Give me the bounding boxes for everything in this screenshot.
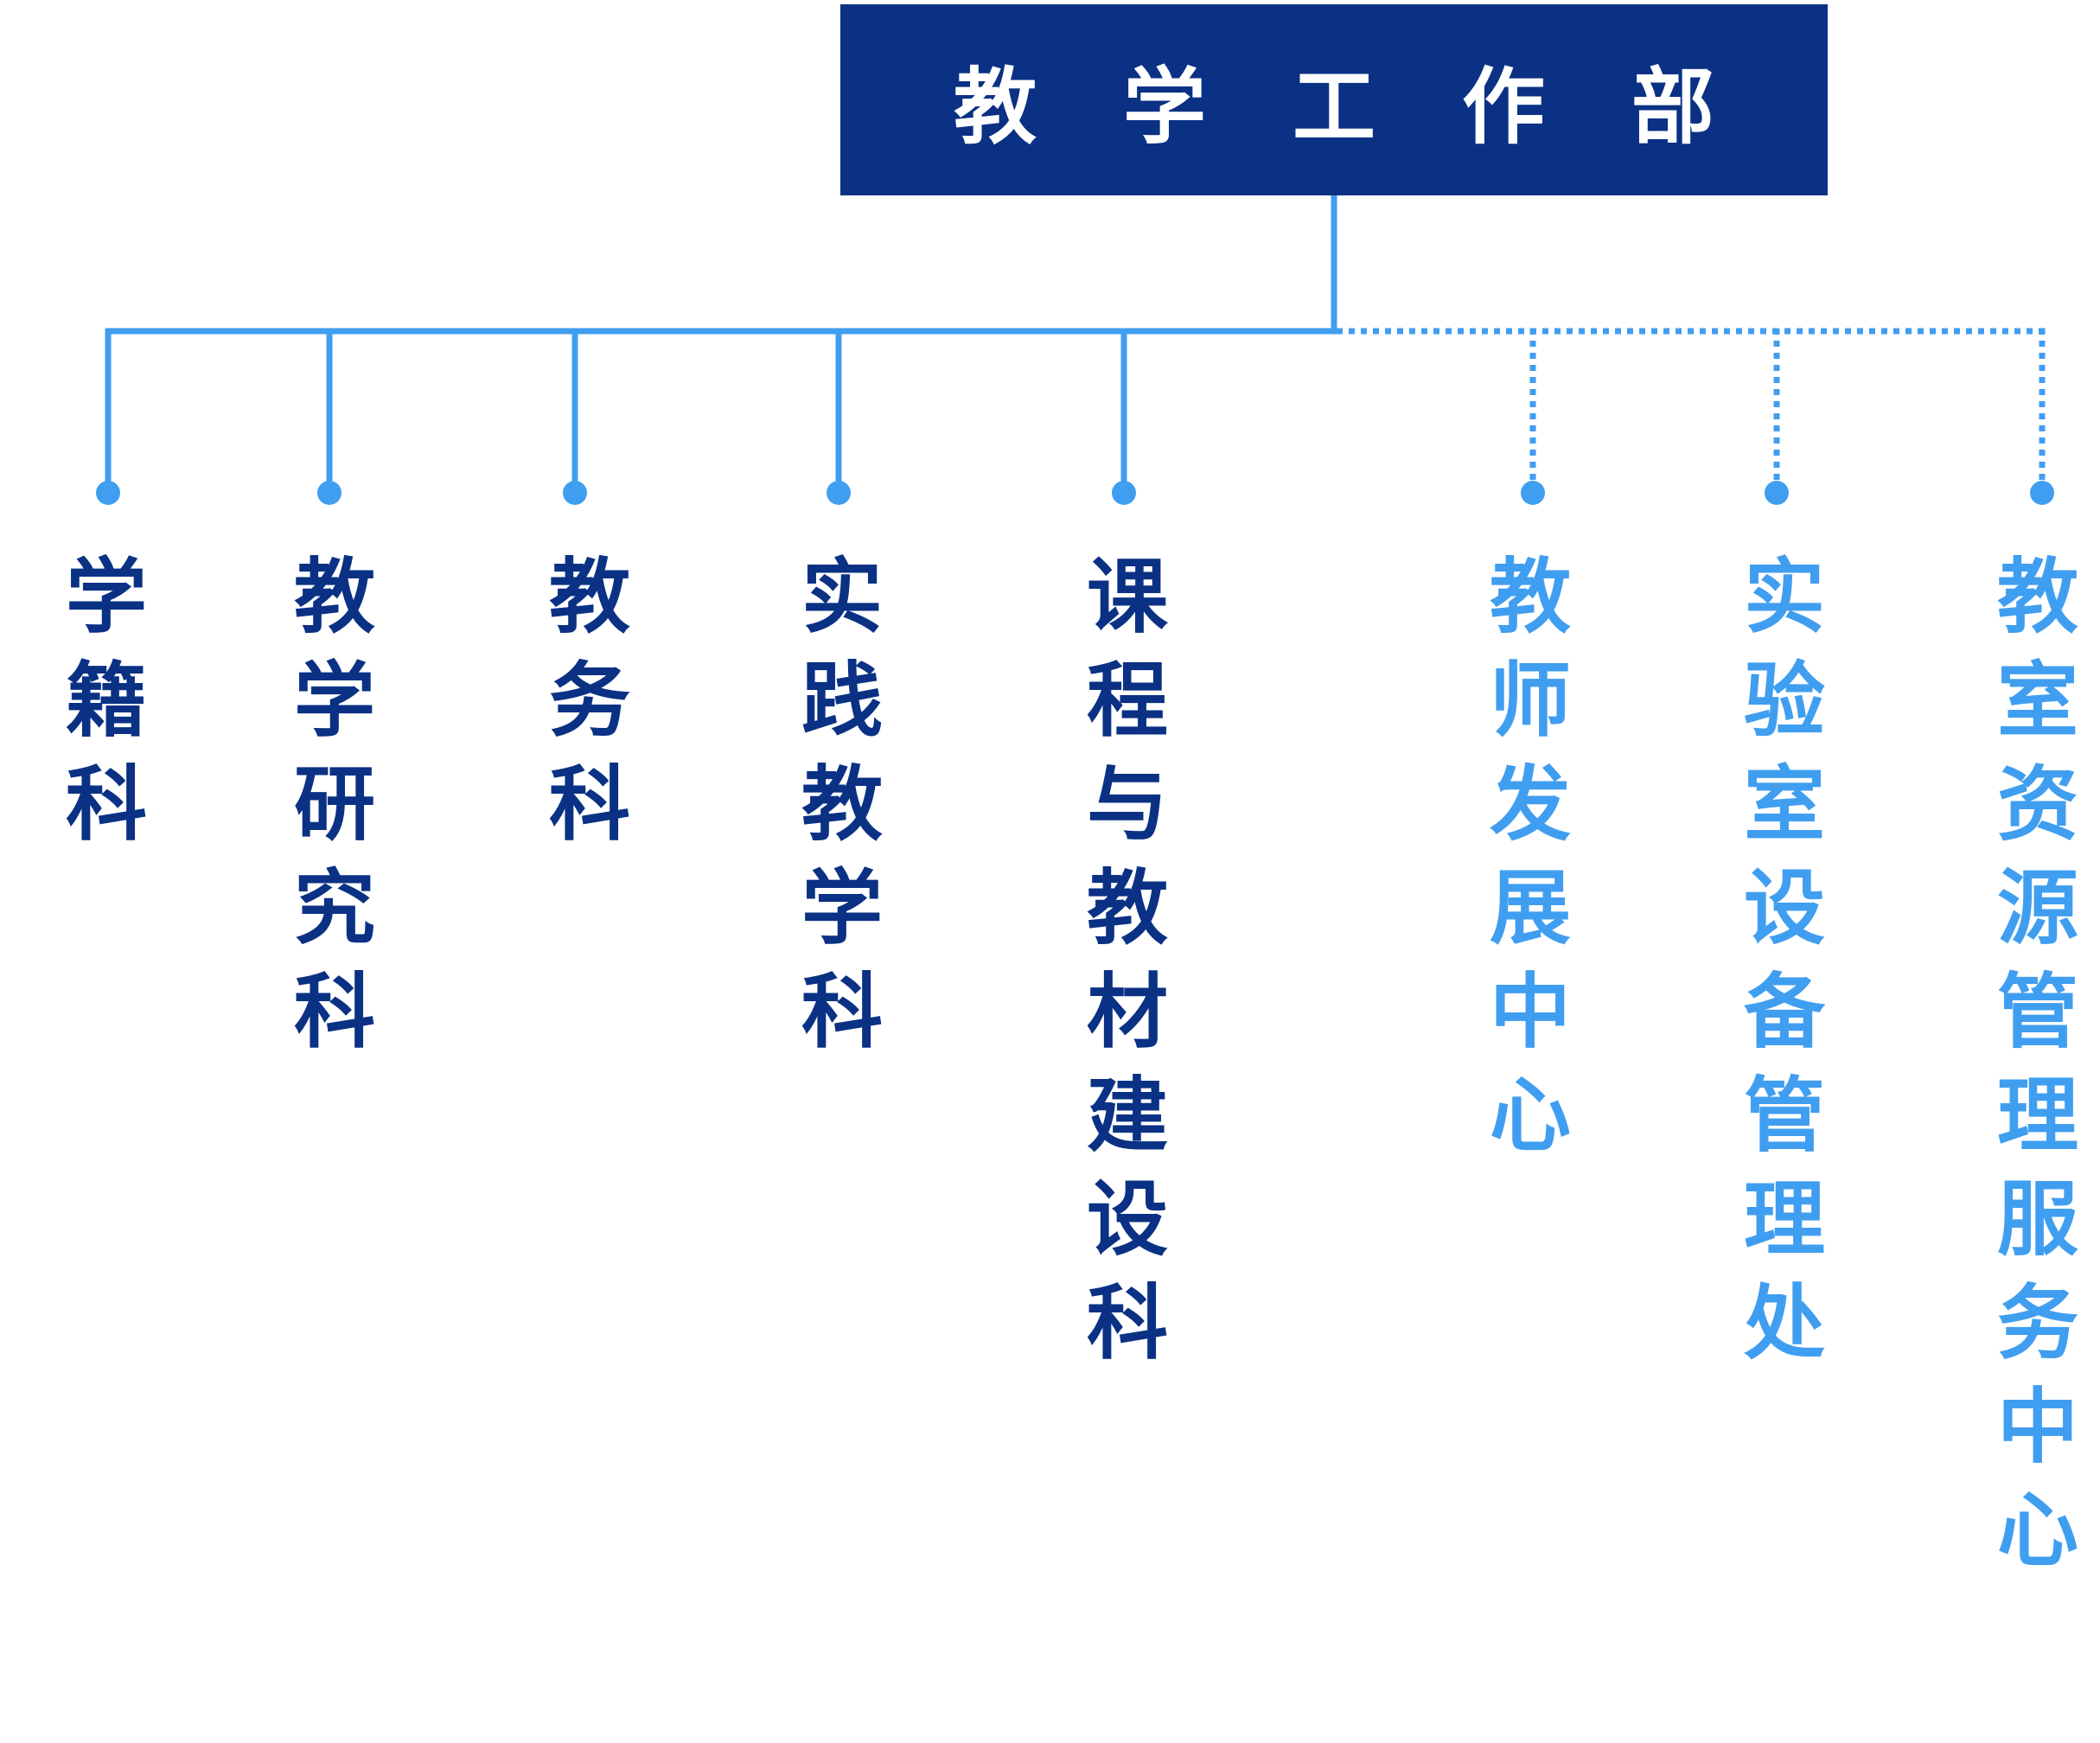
node-teacher-development-center: 教师发展中心	[1476, 553, 1570, 1176]
branch-dot	[1521, 481, 1545, 505]
branch-dot	[96, 481, 120, 505]
branch-dot	[1112, 481, 1136, 505]
branch-dot	[827, 481, 851, 505]
root-node-teaching-affairs-department: 教学工作部	[840, 4, 1828, 195]
node-student-records-section: 学籍科	[52, 553, 146, 865]
node-teaching-research-section: 教学研究科	[280, 553, 374, 1072]
root-node-title: 教学工作部	[954, 59, 1801, 156]
node-practical-teaching-section: 实践教学科	[788, 553, 882, 1072]
node-academic-affairs-section: 教务科	[535, 553, 629, 865]
node-curriculum-textbook-section: 课程与教材建设科	[1073, 553, 1167, 1383]
branch-dot	[1765, 481, 1789, 505]
node-classroom-resource-center: 教室资源管理服务中心	[1983, 553, 2078, 1591]
branch-dot	[2030, 481, 2054, 505]
branch-dot	[563, 481, 587, 505]
branch-dot	[317, 481, 341, 505]
node-lab-equipment-office: 实验室设备管理处	[1730, 553, 1824, 1383]
